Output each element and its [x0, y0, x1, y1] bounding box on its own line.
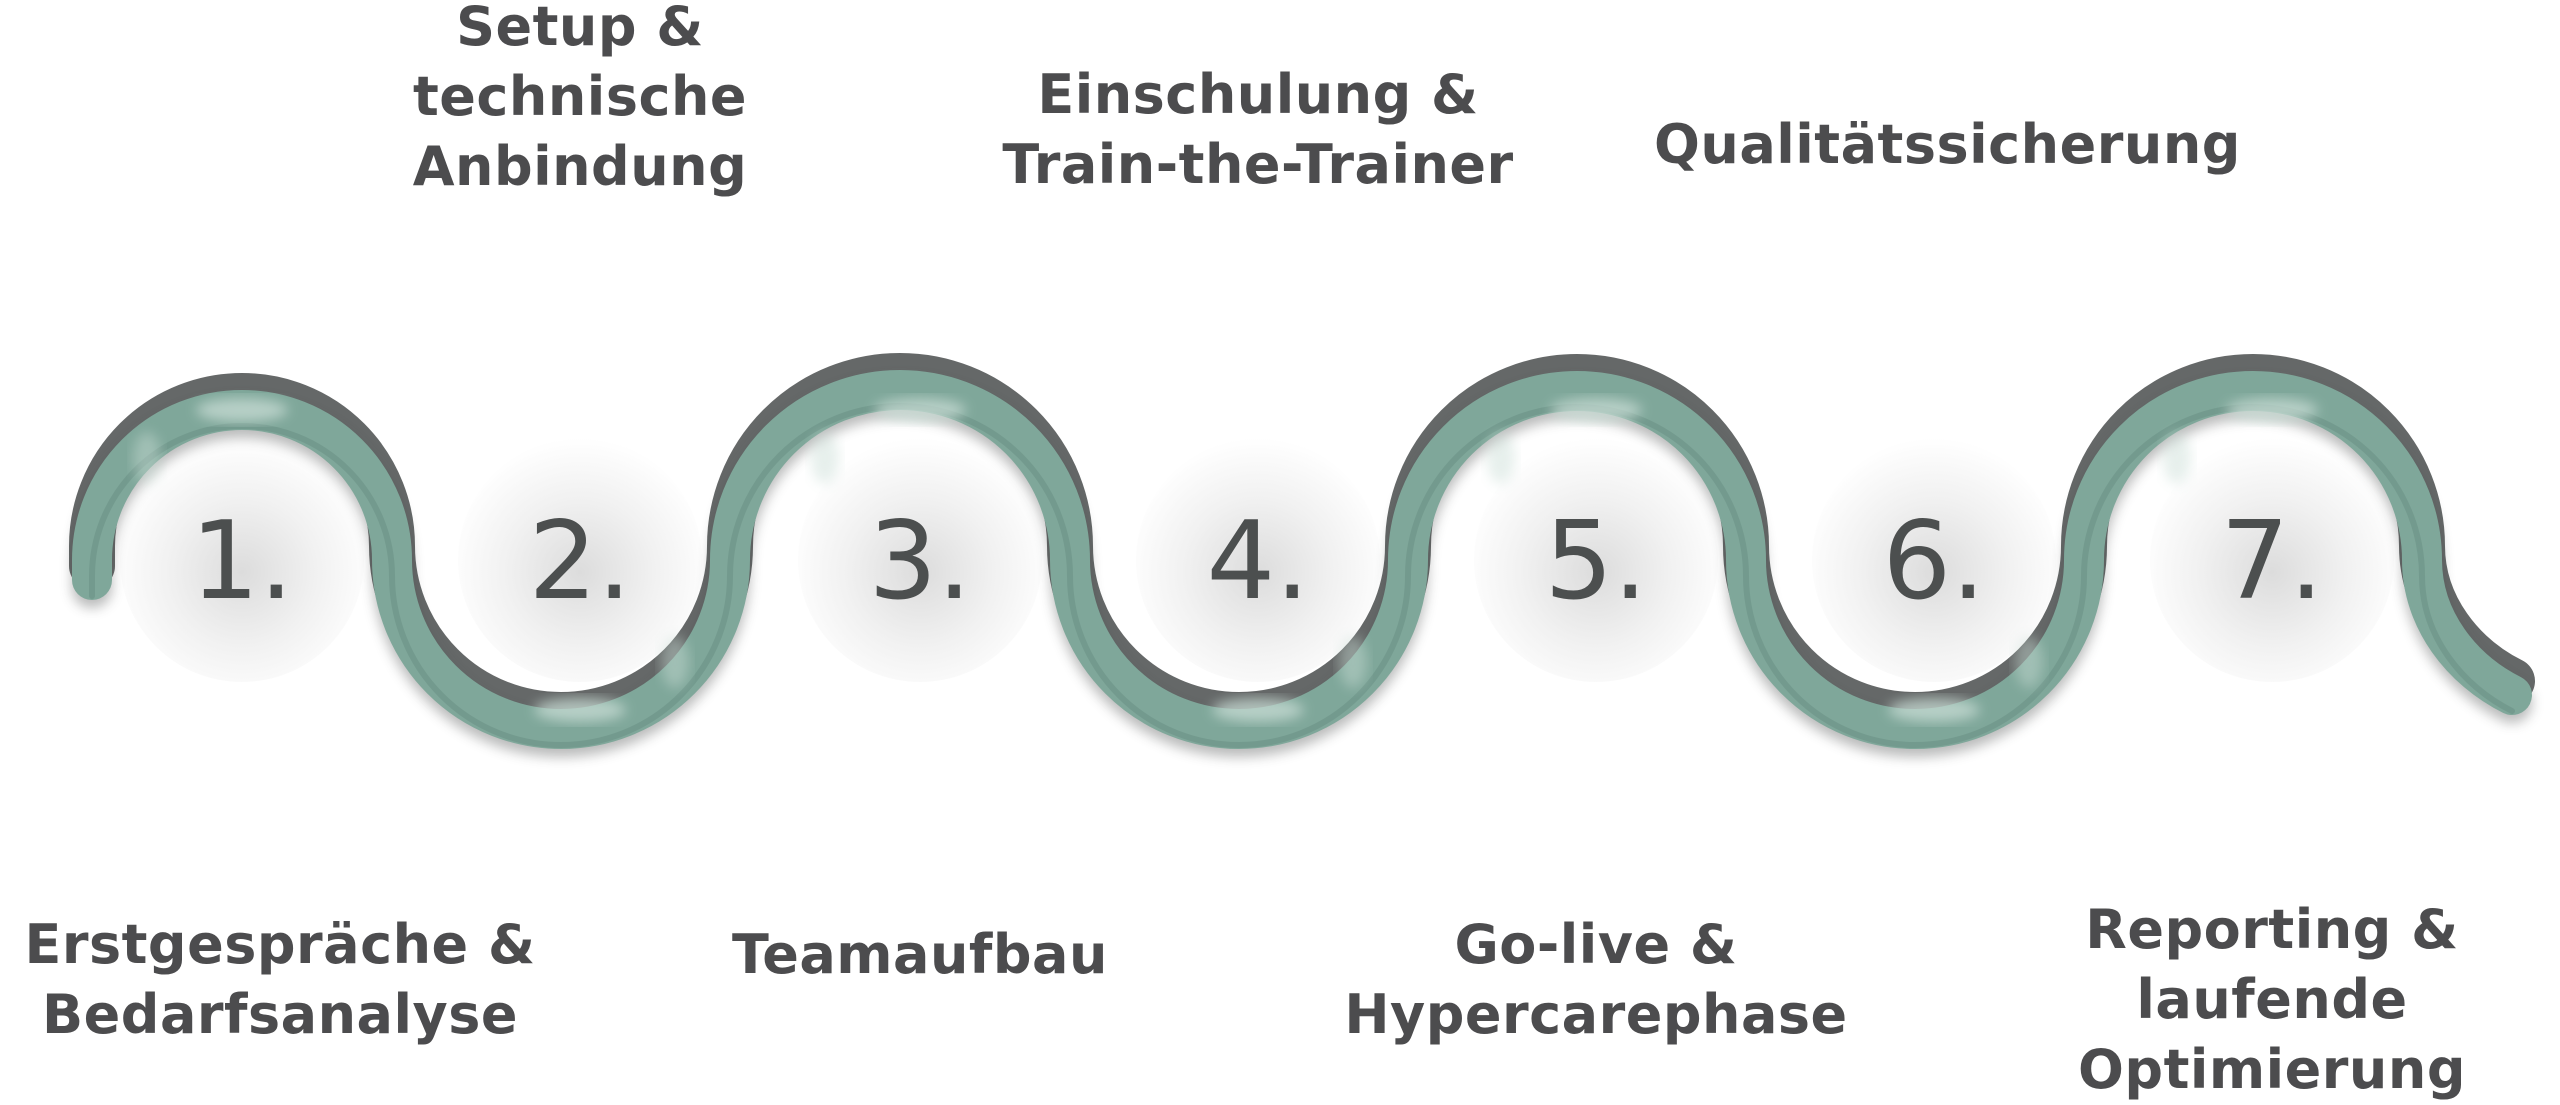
wave-side-glint-2: [661, 636, 689, 688]
step-number-6: 6.: [1882, 499, 1985, 624]
step-circle-5: [1474, 438, 1718, 682]
step-number-1: 1.: [190, 499, 293, 624]
step-number-5: 5.: [1544, 499, 1647, 624]
step-circle-4: [1136, 438, 1380, 682]
step-label-4: Einschulung & Train-the-Trainer: [1002, 63, 1514, 196]
wave-glint-4: [1212, 698, 1304, 722]
step-label-2: Setup & technische Anbindung: [412, 0, 748, 198]
wave-side-glint-3: [811, 432, 839, 484]
step-circle-1: [120, 438, 364, 682]
step-label-7: Reporting & laufende Optimierung: [2078, 898, 2466, 1101]
step-number-2: 2.: [528, 499, 631, 624]
step-circle-6: [1812, 438, 2056, 682]
step-circle-7: [2150, 438, 2394, 682]
wave-path: [72, 370, 2532, 749]
step-number-7: 7.: [2220, 499, 2323, 624]
wave-glint-6: [1888, 698, 1980, 722]
step-label-1: Erstgespräche & Bedarfsanalyse: [24, 913, 536, 1046]
step-number-4: 4.: [1206, 499, 1309, 624]
wave-glint-2: [534, 698, 626, 722]
wave-side-glint-6: [2015, 636, 2043, 688]
wave-side-glint-7: [2163, 432, 2191, 484]
wave-side-glint-4: [1339, 636, 1367, 688]
step-label-5: Go-live & Hypercarephase: [1344, 913, 1848, 1046]
wave-highlights: [133, 398, 2318, 722]
step-circle-2: [458, 438, 702, 682]
wave-edge: [89, 403, 2515, 748]
step-label-6: Qualitätssicherung: [1654, 113, 2241, 176]
step-label-3: Teamaufbau: [732, 923, 1108, 986]
wave-ribbon: [72, 370, 2532, 749]
wave-side-glint-1: [133, 432, 161, 484]
step-circle-3: [798, 438, 1042, 682]
step-circles: [120, 438, 2394, 682]
step-number-3: 3.: [868, 499, 971, 624]
wave-side-glint-5: [1487, 432, 1515, 484]
wave-glint-7: [2226, 398, 2318, 422]
wave-glint-1: [196, 398, 288, 422]
step-numbers: 1. 2. 3. 4. 5. 6. 7.: [190, 499, 2323, 624]
wave-glint-3: [874, 398, 966, 422]
wave-glint-5: [1550, 398, 1642, 422]
